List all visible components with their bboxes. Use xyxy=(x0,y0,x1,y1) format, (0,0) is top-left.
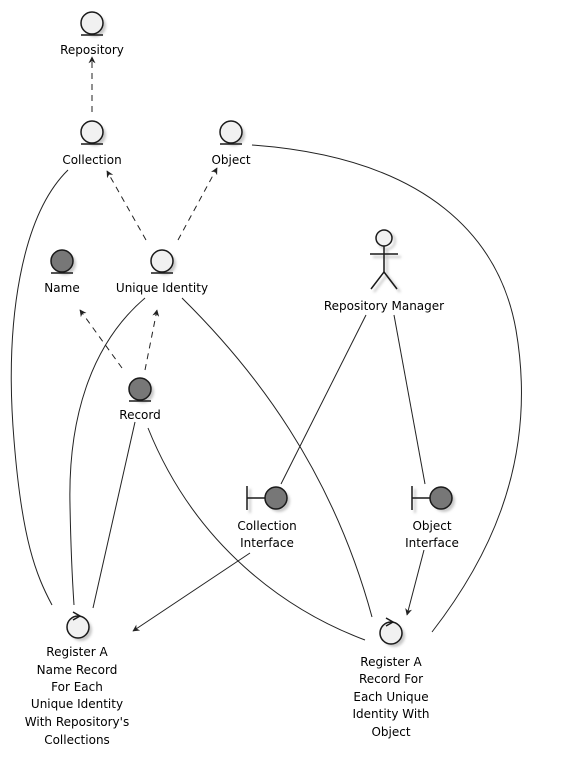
register-name-record-label-line-3: For Each xyxy=(51,680,103,694)
collection-interface-to-register-name-record-arrow xyxy=(132,552,251,632)
collection-label: Collection xyxy=(62,153,121,167)
record-entity[interactable]: Record xyxy=(119,377,161,422)
register-name-record-label-line-6: Collections xyxy=(44,733,110,747)
record-to-unique-identity-dependency xyxy=(144,309,160,371)
collection-circle xyxy=(80,120,104,144)
record-circle xyxy=(128,377,152,401)
repository-entity[interactable]: Repository xyxy=(60,11,124,57)
unique-identity-circle xyxy=(150,249,174,273)
object-circle xyxy=(219,120,243,144)
register-name-record-label-line-5: With Repository's xyxy=(25,715,129,729)
name-circle xyxy=(50,249,74,273)
unique-identity-to-object-dependency xyxy=(177,167,218,241)
register-record-label-line-3: Each Unique xyxy=(353,690,428,704)
collection-to-register-name-record-line xyxy=(10,169,69,606)
name-entity[interactable]: Name xyxy=(44,249,80,295)
record-label: Record xyxy=(119,408,160,422)
repository-label: Repository xyxy=(60,43,124,57)
repository-manager-label: Repository Manager xyxy=(324,299,444,313)
register-record-label-line-1: Register A xyxy=(360,655,422,669)
object-to-register-record-line xyxy=(251,144,522,633)
object-entity[interactable]: Object xyxy=(211,120,251,167)
record-to-register-name-record-line xyxy=(92,421,136,609)
control-circle-icon xyxy=(379,621,403,645)
control-circle-icon xyxy=(66,615,90,639)
object-interface-label-line-1: Object xyxy=(412,519,451,533)
manager-to-object-interface-line xyxy=(393,314,426,485)
connectors xyxy=(10,56,522,641)
collection-entity[interactable]: Collection xyxy=(62,120,122,167)
register-record-label-line-4: Identity With xyxy=(352,707,429,721)
unique-identity-entity[interactable]: Unique Identity xyxy=(116,249,208,295)
actor-figure-icon xyxy=(370,229,398,290)
unique-identity-to-collection-dependency xyxy=(106,170,147,241)
register-record-label-line-2: Record For xyxy=(359,672,423,686)
repository-circle xyxy=(80,11,104,35)
control-arrow-icon xyxy=(72,611,82,621)
collection-interface-label-line-1: Collection xyxy=(237,519,296,533)
register-name-record-label-line-2: Name Record xyxy=(37,663,118,677)
manager-to-collection-interface-line xyxy=(280,314,367,485)
object-interface-label-line-2: Interface xyxy=(405,536,459,550)
boundary-icon xyxy=(246,486,288,510)
register-name-record-control[interactable]: Register A Name Record For Each Unique I… xyxy=(25,611,129,747)
object-interface-to-register-record-arrow xyxy=(405,549,425,616)
unique-identity-label: Unique Identity xyxy=(116,281,208,295)
repository-manager-actor[interactable]: Repository Manager xyxy=(324,229,444,313)
control-arrow-icon xyxy=(385,617,395,627)
register-name-record-label-line-4: Unique Identity xyxy=(31,697,123,711)
name-label: Name xyxy=(44,281,79,295)
unique-identity-to-register-name-record-line xyxy=(69,297,146,606)
record-to-register-record-line xyxy=(147,427,366,641)
record-to-name-dependency xyxy=(79,309,123,369)
unique-identity-to-register-record-line xyxy=(181,297,373,618)
collection-interface-label-line-2: Interface xyxy=(240,536,294,550)
register-record-label-line-5: Object xyxy=(371,725,410,739)
boundary-icon xyxy=(411,486,453,510)
collection-interface-boundary[interactable]: Collection Interface xyxy=(237,486,297,550)
object-label: Object xyxy=(211,153,250,167)
object-interface-boundary[interactable]: Object Interface xyxy=(405,486,459,550)
register-name-record-label-line-1: Register A xyxy=(46,645,108,659)
register-record-control[interactable]: Register A Record For Each Unique Identi… xyxy=(352,617,430,739)
